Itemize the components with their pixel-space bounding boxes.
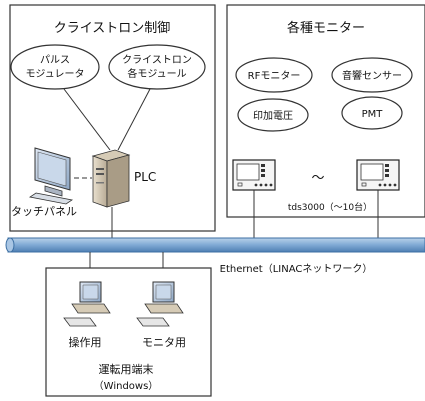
operation-panel-frame <box>45 267 212 397</box>
link-modulator-plc <box>63 88 111 151</box>
pulse-modulator-ellipse <box>10 44 100 90</box>
operation-panel-subtitle: （Windows） <box>94 380 159 392</box>
ethernet-label: Ethernet（LINACネットワーク） <box>220 263 373 275</box>
scope-range-tilde: 〜 <box>311 171 324 186</box>
rf-monitor-ellipse <box>235 57 313 93</box>
acoustic-sensor-ellipse <box>331 57 413 93</box>
computer-icon <box>63 281 111 327</box>
pmt-label: PMT <box>362 109 384 120</box>
operation-pc-label: 操作用 <box>69 335 102 349</box>
klystron-modules-label-2: 各モジュール <box>127 67 186 80</box>
plc-tower-icon <box>91 149 131 208</box>
pmt-ellipse <box>341 96 403 130</box>
operation-terminals-panel: 操作用 モニタ用 運転用端末 （Windows） <box>45 252 212 397</box>
applied-voltage-label: 印加電圧 <box>253 110 293 122</box>
klystron-panel-title: クライストロン制御 <box>54 21 171 36</box>
ethernet-bus-end <box>5 237 15 253</box>
plc-label: PLC <box>134 170 156 184</box>
klystron-control-panel: クライストロン制御 パルス モジュレータ クライストロン 各モジュール タッチパ… <box>9 4 216 238</box>
scope-caption: tds3000（〜10台） <box>288 201 372 213</box>
applied-voltage-ellipse <box>237 98 309 132</box>
oscilloscope-icon <box>356 159 400 191</box>
computer-icon <box>136 281 184 327</box>
monitors-panel: 各種モニター RFモニター 音響センサー 印加電圧 PMT 〜 <box>226 4 425 238</box>
ethernet-bus-bar <box>7 237 425 253</box>
klystron-modules-ellipse <box>108 44 206 90</box>
touch-panel-label: タッチパネル <box>11 205 77 218</box>
oscilloscope-icon <box>232 159 276 191</box>
klystron-modules-label-1: クライストロン <box>122 54 192 66</box>
touch-panel-monitor-icon <box>28 147 74 205</box>
ethernet-bus: Ethernet（LINACネットワーク） <box>5 237 425 275</box>
rf-monitor-label: RFモニター <box>248 70 301 82</box>
monitor-pc-label: モニタ用 <box>142 336 186 349</box>
pulse-modulator-label-1: パルス <box>40 54 70 66</box>
monitors-panel-title: 各種モニター <box>287 20 365 36</box>
acoustic-sensor-label: 音響センサー <box>342 69 402 82</box>
operation-panel-title: 運転用端末 <box>99 362 154 376</box>
pulse-modulator-label-2: モジュレータ <box>25 68 84 80</box>
link-modules-plc <box>117 88 151 151</box>
